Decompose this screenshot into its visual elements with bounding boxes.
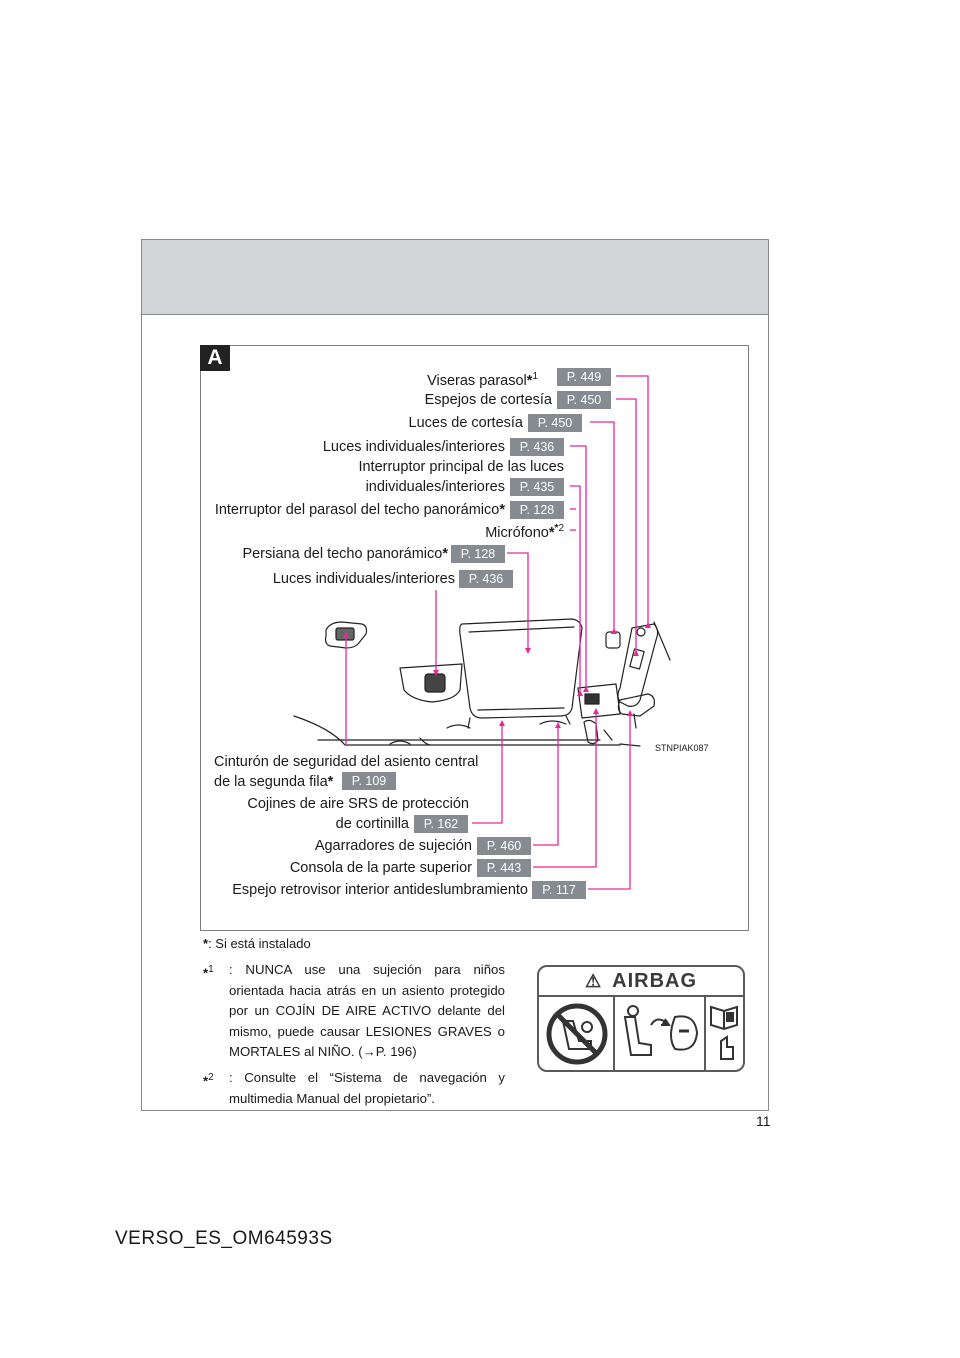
label-cojines-line1: Cojines de aire SRS de protección bbox=[247, 796, 469, 812]
note-installed: *: Si está instalado bbox=[203, 936, 311, 951]
label-espejo-retrovisor: Espejo retrovisor interior antideslumbra… bbox=[232, 882, 528, 898]
page-badge-luces-individuales-1[interactable]: P. 436 bbox=[510, 438, 564, 456]
footnote-1: *1 : NUNCA use una sujeción para niños o… bbox=[203, 962, 505, 1059]
label-luces-individuales-1: Luces individuales/interiores bbox=[322, 439, 505, 455]
label-espejos-cortesia: Espejos de cortesía bbox=[424, 392, 552, 408]
label-cinturon-line2: de la segunda fila* bbox=[214, 774, 334, 790]
figure-code: STNPIAK087 bbox=[655, 743, 709, 753]
label-luces-cortesia: Luces de cortesía bbox=[408, 415, 523, 431]
page-badge-espejo-retrovisor[interactable]: P. 117 bbox=[532, 881, 586, 899]
page-badge-cinturon[interactable]: P. 109 bbox=[342, 772, 396, 790]
label-cojines-line2: de cortinilla bbox=[335, 816, 409, 832]
page-badge-interruptor-parasol[interactable]: P. 128 bbox=[510, 501, 564, 519]
page-badge-luces-individuales-2[interactable]: P. 436 bbox=[459, 570, 513, 588]
page-badge-espejos[interactable]: P. 450 bbox=[557, 391, 611, 409]
document-id: VERSO_ES_OM64593S bbox=[115, 1228, 333, 1249]
label-microfono: Micrófono**2 bbox=[485, 523, 564, 541]
page-number: 11 bbox=[756, 1113, 771, 1129]
label-interruptor-principal-line1: Interruptor principal de las luces bbox=[358, 459, 564, 475]
label-cinturon-line1: Cinturón de seguridad del asiento centra… bbox=[214, 754, 479, 770]
label-luces-individuales-2: Luces individuales/interiores bbox=[272, 571, 455, 587]
airbag-warning-label: ⚠AIRBAG bbox=[537, 965, 745, 1072]
no-child-seat-icon bbox=[546, 1003, 608, 1065]
page-badge-luces-cortesia[interactable]: P. 450 bbox=[528, 414, 582, 432]
page-badge-persiana[interactable]: P. 128 bbox=[451, 545, 505, 563]
header-band bbox=[142, 240, 768, 315]
page-badge-viseras[interactable]: P. 449 bbox=[557, 368, 611, 386]
read-manual-icon bbox=[710, 1005, 738, 1060]
label-interruptor-parasol: Interruptor del parasol del techo panorá… bbox=[214, 502, 505, 518]
label-persiana: Persiana del techo panorámico* bbox=[242, 546, 448, 562]
label-interruptor-principal-line2: individuales/interiores bbox=[365, 479, 505, 495]
label-consola: Consola de la parte superior bbox=[289, 860, 472, 876]
label-agarradores: Agarradores de sujeción bbox=[314, 838, 472, 854]
page-badge-agarradores[interactable]: P. 460 bbox=[477, 837, 531, 855]
warning-triangle-icon: ⚠ bbox=[584, 971, 603, 991]
panel-tag: A bbox=[200, 345, 230, 371]
page-badge-consola[interactable]: P. 443 bbox=[477, 859, 531, 877]
illustration-panel bbox=[200, 345, 749, 931]
label-viseras-parasol: Viseras parasol*1 bbox=[427, 371, 538, 389]
footnote-2: *2 : Consulte el “Sistema de navegación … bbox=[203, 1070, 505, 1106]
page-badge-cojines[interactable]: P. 162 bbox=[414, 815, 468, 833]
airbag-deploy-icon bbox=[623, 1005, 699, 1056]
page-frame bbox=[141, 239, 769, 1111]
airbag-title: ⚠AIRBAG bbox=[539, 967, 743, 997]
airbag-pictograms bbox=[546, 997, 738, 1070]
page-badge-interruptor-principal[interactable]: P. 435 bbox=[510, 478, 564, 496]
